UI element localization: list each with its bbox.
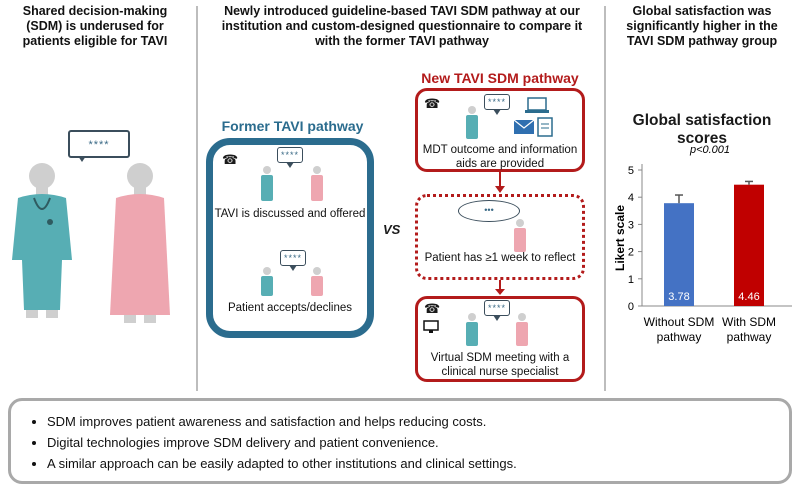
new-step3-figures [466, 313, 528, 346]
new-pathway-title: New TAVI SDM pathway [421, 70, 579, 86]
x-tick-label: pathway [727, 330, 772, 344]
monitor-icon [423, 320, 439, 333]
new-step1-box [415, 88, 585, 172]
summary-list: SDM improves patient awareness and satis… [11, 401, 789, 474]
doctor-patient-illustration [12, 163, 170, 323]
x-tick-label: pathway [657, 330, 702, 344]
y-tick-label: 4 [628, 192, 634, 204]
arrow-down-2 [495, 280, 505, 295]
phone-icon: ☎ [424, 301, 441, 316]
phone-icon: ☎ [424, 96, 441, 111]
y-tick-label: 0 [628, 301, 634, 313]
left-header: Shared decision-making (SDM) is underuse… [22, 4, 168, 48]
doctor-figure [12, 163, 72, 318]
bar [664, 203, 694, 306]
doctor-speech-bubble: **** [68, 130, 130, 162]
email-icon [513, 119, 535, 134]
summary-item: A similar approach can be easily adapted… [47, 453, 789, 474]
new-step3-bubble: **** [484, 300, 510, 321]
middle-header: Newly introduced guideline-based TAVI SD… [221, 4, 583, 48]
separator-right [604, 6, 606, 391]
former-pathway-title: Former TAVI pathway [221, 118, 364, 134]
patient-figure [110, 163, 170, 323]
phone-icon: ☎ [222, 152, 239, 167]
right-header: Global satisfaction was significantly hi… [626, 4, 778, 48]
former-step2-text: Patient accepts/declines [227, 302, 353, 314]
new-step2-box [415, 194, 585, 280]
vs-label: VS [383, 222, 401, 237]
y-tick-label: 2 [628, 247, 634, 259]
former-step1-figures [261, 166, 323, 201]
arrow-down-1 [495, 172, 505, 193]
summary-item: Digital technologies improve SDM deliver… [47, 432, 789, 453]
summary-item: SDM improves patient awareness and satis… [47, 411, 789, 432]
document-icon [537, 117, 553, 137]
y-tick-label: 5 [628, 165, 634, 177]
p-value-annotation: p<0.001 [689, 144, 730, 156]
bar-value-label: 3.78 [668, 291, 689, 303]
new-step3-text: Virtual SDM meeting with a clinical nurs… [430, 352, 570, 378]
bar-value-label: 4.46 [738, 291, 759, 303]
y-axis-label: Likert scale [613, 205, 627, 271]
former-pathway-box [206, 138, 374, 338]
separator-left [196, 6, 198, 391]
summary-box: SDM improves patient awareness and satis… [8, 398, 792, 484]
former-step2-bubble: **** [280, 250, 306, 271]
former-step2-figures [261, 267, 323, 296]
new-step2-text: Patient has ≥1 week to reflect [424, 252, 576, 264]
former-step1-bubble: **** [277, 147, 303, 168]
x-tick-label: With SDM [722, 315, 776, 329]
x-tick-label: Without SDM [644, 315, 715, 329]
chart-title: Global satisfaction scores [632, 112, 772, 147]
bar [734, 184, 764, 306]
new-step1-text: MDT outcome and information aids are pro… [422, 144, 578, 170]
former-step1-text: TAVI is discussed and offered [214, 208, 366, 220]
thought-bubble: ••• [458, 200, 520, 222]
y-tick-label: 3 [628, 219, 634, 231]
laptop-icon [525, 97, 549, 113]
new-step1-figures [466, 97, 553, 139]
new-step3-box [415, 296, 585, 382]
new-step1-bubble: **** [484, 94, 510, 115]
new-step2-figure [514, 219, 526, 252]
y-tick-label: 1 [628, 274, 634, 286]
